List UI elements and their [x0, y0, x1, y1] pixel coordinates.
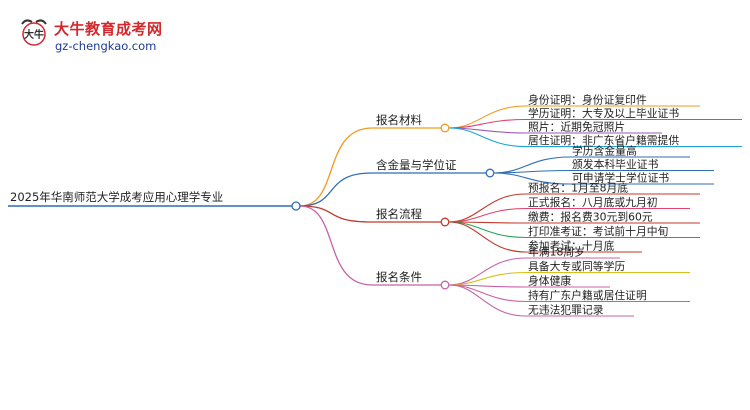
leaf-label: 居住证明：非广东省户籍需提供: [528, 133, 679, 147]
branch-node-dot: [485, 168, 495, 178]
leaf-label: 正式报名：八月底或九月初: [528, 195, 658, 209]
leaf-label: 身体健康: [528, 274, 571, 288]
leaf-connector: [448, 221, 527, 253]
leaf-label: 学历含金量高: [572, 144, 637, 158]
leaf-label: 可申请学士学位证书: [572, 171, 669, 185]
leaf-connector: [448, 127, 527, 148]
site-name: 大牛教育成考网: [54, 20, 163, 38]
branch-label: 含金量与学位证: [376, 158, 457, 172]
bull-logo-icon: 大牛: [21, 19, 47, 46]
leaf-label: 无违法犯罪记录: [528, 303, 604, 317]
branch-node-dot: [440, 217, 450, 227]
leaf-connector: [448, 257, 527, 286]
leaf-label: 具备大专或同等学历: [528, 259, 625, 273]
leaf-connector: [448, 193, 527, 223]
leaf-connector: [493, 172, 571, 185]
leaf-connector: [448, 221, 527, 239]
branch-connector: [299, 127, 373, 207]
leaf-label: 年满18周岁: [528, 245, 585, 259]
branch-connector: [299, 205, 373, 286]
root-node-label: 2025年华南师范大学成考应用心理学专业: [10, 190, 223, 204]
leaf-connector: [448, 284, 527, 317]
branch-label: 报名条件: [376, 270, 422, 284]
leaf-label: 缴费：报名费30元到60元: [528, 210, 653, 224]
site-logo[interactable]: 大牛 大牛教育成考网 gz-chengkao.com: [18, 14, 178, 58]
site-url: gz-chengkao.com: [55, 39, 157, 53]
logo-mark-text: 大牛: [24, 28, 44, 41]
leaf-label: 参加考试：十月底: [528, 239, 615, 253]
leaf-label: 照片：近期免冠照片: [528, 120, 625, 134]
leaf-label: 预报名：1月至8月底: [528, 181, 628, 195]
leaf-label: 学历证明：大专及以上毕业证书: [528, 106, 679, 120]
leaf-label: 颁发本科毕业证书: [572, 157, 659, 171]
leaf-label: 身份证明：身份证复印件: [528, 93, 647, 107]
branch-connector: [299, 205, 373, 223]
leaf-connector: [448, 284, 527, 303]
branch-label: 报名材料: [376, 113, 422, 127]
leaf-connector: [448, 105, 527, 129]
branch-label: 报名流程: [376, 207, 422, 221]
branch-connector: [299, 172, 373, 207]
branch-node-dot: [440, 280, 450, 290]
leaf-label: 持有广东户籍或居住证明: [528, 288, 647, 302]
root-node-dot: [291, 201, 301, 211]
branch-node-dot: [440, 123, 450, 133]
leaf-label: 打印准考证：考试前十月中旬: [528, 224, 669, 238]
